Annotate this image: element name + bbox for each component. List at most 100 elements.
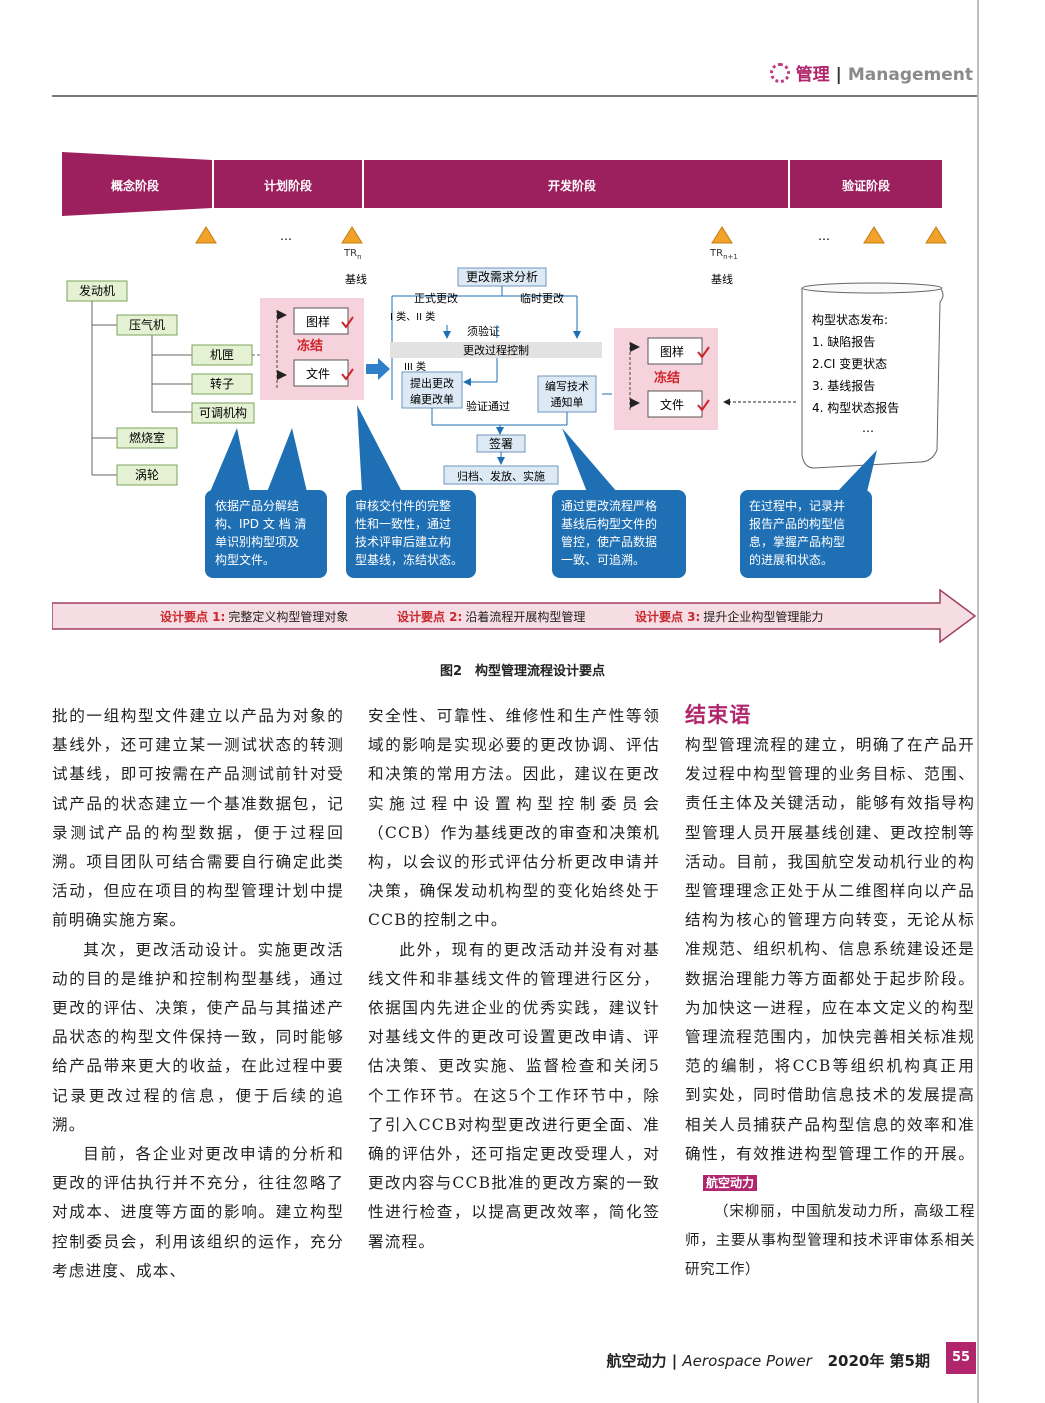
phase-bar: 概念阶段 计划阶段 开发阶段 验证阶段 (62, 152, 942, 216)
svg-text:性和一致性，通过: 性和一致性，通过 (355, 517, 451, 531)
svg-text:通知单: 通知单 (551, 395, 584, 409)
svg-text:依据产品分解结: 依据产品分解结 (215, 498, 299, 513)
flow-box (401, 371, 463, 409)
svg-text:息，掌握产品构型: 息，掌握产品构型 (749, 534, 845, 549)
svg-text:通过更改流程严格: 通过更改流程严格 (561, 498, 657, 513)
svg-text:一致、可追溯。: 一致、可追溯。 (561, 552, 645, 567)
milestone-icon (863, 226, 885, 244)
page-edge-rule (977, 0, 979, 1403)
svg-text:III 类: III 类 (404, 360, 426, 373)
baseline-label: 基线 (711, 272, 733, 286)
freeze-label: 冻结 (654, 370, 680, 386)
svg-text:燃烧室: 燃烧室 (129, 430, 165, 445)
svg-text:图样: 图样 (306, 314, 330, 329)
svg-text:编写技术: 编写技术 (545, 379, 589, 393)
svg-text:涡轮: 涡轮 (135, 468, 159, 482)
milestone-icon (341, 226, 363, 244)
document-icon (647, 337, 703, 365)
svg-text:编更改单: 编更改单 (410, 392, 454, 406)
svg-text:3. 基线报告: 3. 基线报告 (812, 378, 875, 393)
footer: 航空动力 | Aerospace Power 2020年 第5期 (606, 1352, 930, 1370)
tree-node (191, 402, 255, 424)
svg-text:签署: 签署 (489, 436, 513, 451)
flow-band (390, 342, 602, 358)
svg-text:2.CI 变更状态: 2.CI 变更状态 (812, 356, 887, 371)
paragraph: 安全性、可靠性、维修性和生产性等领域的影响是实现必要的更改协调、评估和决策的常用… (368, 707, 660, 930)
key-point: 设计要点 1:完整定义构型管理对象 (160, 609, 348, 624)
paragraph: 构型管理流程的建立，明确了在产品开发过程中构型管理的业务目标、范围、责任主体及关… (685, 736, 975, 1192)
tree-node (66, 280, 128, 302)
document-icon (293, 307, 349, 335)
paragraph: 目前，各企业对更改申请的分析和更改的评估执行并不充分，往往忽略了对成本、进度等方… (52, 1145, 344, 1280)
key-point: 设计要点 3:提升企业构型管理能力 (635, 609, 823, 624)
header-rule (52, 95, 977, 97)
svg-text:的进展和状态。: 的进展和状态。 (749, 552, 833, 567)
svg-text:归档、发放、实施: 归档、发放、实施 (457, 469, 545, 483)
gear-icon (769, 63, 790, 83)
svg-text:型基线，冻结状态。: 型基线，冻结状态。 (355, 552, 463, 567)
svg-text:更改过程控制: 更改过程控制 (463, 343, 529, 357)
paragraph: 批的一组构型文件建立以产品为对象的基线外，还可建立某一测试状态的转测试基线，即可… (52, 707, 344, 930)
section-heading: 结束语 (685, 703, 752, 727)
svg-text:验证通过: 验证通过 (466, 399, 510, 413)
document-icon (647, 390, 703, 418)
text-column-2: 安全性、可靠性、维修性和生产性等领域的影响是实现必要的更改协调、评估和决策的常用… (368, 702, 660, 1257)
milestone-icon (925, 226, 947, 244)
svg-text:构、IPD 文 档 清: 构、IPD 文 档 清 (215, 516, 306, 531)
paragraph: 其次，更改活动设计。实施更改活动的目的是维护和控制构型基线，通过更改的评估、决策… (52, 940, 344, 1134)
svg-text:1. 缺陷报告: 1. 缺陷报告 (812, 334, 875, 349)
key-points-arrow: 设计要点 1:完整定义构型管理对象 设计要点 2:沿着流程开展构型管理 设计要点… (52, 588, 977, 644)
svg-text:发动机: 发动机 (79, 283, 115, 298)
svg-text:I 类、II 类: I 类、II 类 (390, 310, 435, 323)
config-management-figure: 概念阶段 计划阶段 开发阶段 验证阶段 … TRn 基线 TRn+1 基线 … … (52, 152, 977, 644)
tree-node (191, 373, 253, 395)
callout-3: 通过更改流程严格 基线后构型文件的 管控，使产品数据 一致、可追溯。 (552, 428, 686, 578)
svg-text:基线后构型文件的: 基线后构型文件的 (561, 516, 657, 531)
milestone-icon (195, 226, 217, 244)
end-badge: 航空动力 (703, 1175, 758, 1192)
change-flow: 更改需求分析 正式更改 临时更改 I 类、II 类 须验证 更改过程控制 III… (390, 267, 612, 485)
svg-text:机匣: 机匣 (210, 348, 234, 362)
freeze-panel-1: 图样 冻结 文件 (260, 298, 364, 400)
product-tree (91, 300, 192, 476)
text-column-3: 结束语 构型管理流程的建立，明确了在产品开发过程中构型管理的业务目标、范围、责任… (685, 702, 975, 1285)
tr-label: TRn (343, 248, 362, 261)
svg-text:构型状态发布:: 构型状态发布: (812, 312, 888, 327)
svg-text:可调机构: 可调机构 (199, 405, 247, 420)
svg-text:临时更改: 临时更改 (520, 291, 564, 305)
phase-label: 验证阶段 (842, 178, 891, 193)
svg-text:更改需求分析: 更改需求分析 (466, 270, 538, 284)
svg-text:审核交付件的完整: 审核交付件的完整 (355, 498, 451, 513)
milestones: … TRn 基线 TRn+1 基线 … (195, 226, 947, 286)
svg-text:文件: 文件 (660, 397, 684, 412)
svg-text:报告产品的构型信: 报告产品的构型信 (749, 516, 845, 531)
baseline-label: 基线 (345, 272, 367, 286)
svg-text:单识别构型项及: 单识别构型项及 (215, 534, 299, 549)
phase-label: 概念阶段 (111, 178, 160, 193)
svg-text:在过程中，记录并: 在过程中，记录并 (749, 498, 845, 513)
status-scroll: 构型状态发布: 1. 缺陷报告 2.CI 变更状态 3. 基线报告 4. 构型状… (801, 282, 944, 469)
check-icon (697, 399, 710, 412)
page-number: 55 (946, 1342, 976, 1374)
figure-caption: 图2 构型管理流程设计要点 (439, 664, 606, 679)
svg-text:技术评审后建立构: 技术评审后建立构 (355, 534, 451, 549)
text-column-1: 批的一组构型文件建立以产品为对象的基线外，还可建立某一测试状态的转测试基线，即可… (52, 702, 344, 1286)
svg-text:管控，使产品数据: 管控，使产品数据 (561, 534, 657, 549)
freeze-panel-2: 图样 冻结 文件 (614, 328, 718, 430)
callout-4: 在过程中，记录并 报告产品的构型信 息，掌握产品构型 的进展和状态。 (740, 450, 877, 578)
svg-text:4. 构型状态报告: 4. 构型状态报告 (812, 400, 899, 415)
flow-box (537, 375, 597, 413)
svg-text:提出更改: 提出更改 (410, 376, 454, 390)
svg-text:…: … (862, 421, 874, 435)
callout-1: 依据产品分解结 构、IPD 文 档 清 单识别构型项及 构型文件。 (205, 428, 327, 578)
milestone-icon (711, 226, 733, 244)
section-tag: 管理|Management (769, 60, 973, 85)
arrow-icon (366, 358, 390, 380)
tr-label: TRn+1 (709, 248, 738, 261)
phase-label: 开发阶段 (548, 178, 597, 193)
svg-text:转子: 转子 (210, 376, 234, 391)
svg-text:构型文件。: 构型文件。 (215, 552, 275, 567)
check-icon (697, 346, 710, 359)
freeze-label: 冻结 (297, 338, 323, 354)
document-icon (293, 359, 349, 387)
